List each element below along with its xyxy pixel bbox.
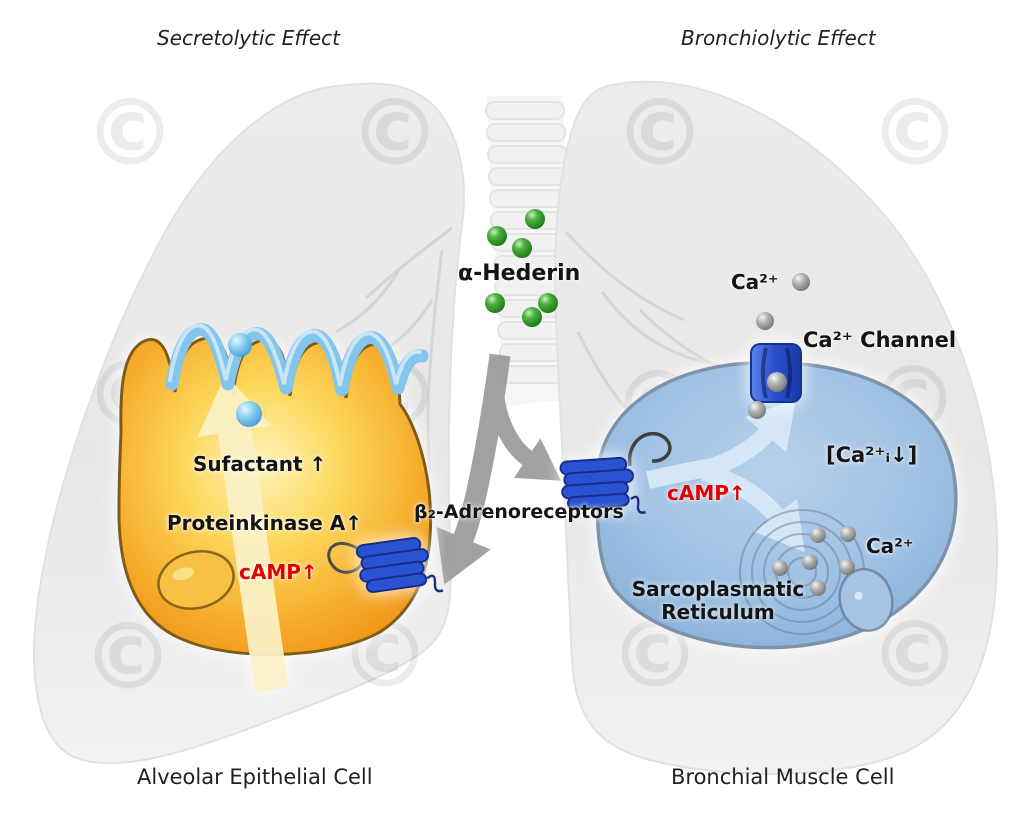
- surfactant-dot: [228, 333, 252, 357]
- copyright-watermark: ©: [84, 79, 176, 187]
- ligand-dot: [512, 238, 532, 258]
- alveolar-cell: [117, 336, 433, 693]
- label-ca-stored: Ca²⁺: [866, 534, 914, 558]
- title-secretolytic: Secretolytic Effect: [157, 26, 340, 50]
- ligand-dot: [487, 226, 507, 246]
- calcium-ion: [767, 372, 787, 392]
- label-ca-intracellular: [Ca²⁺ᵢ↓]: [826, 443, 918, 467]
- label-camp-left: cAMP↑: [239, 560, 318, 584]
- signal-arrow-to-alveolar: [436, 353, 511, 585]
- reticulum-vesicle: [838, 568, 894, 632]
- calcium-ion: [839, 559, 855, 575]
- alveolar-nucleus: [157, 550, 235, 610]
- label-surfactant: Sufactant ↑: [193, 452, 327, 476]
- ligand-dot: [538, 293, 558, 313]
- calcium-ion: [810, 527, 826, 543]
- label-sarcoplasmatic-reticulum: Sarcoplasmatic Reticulum: [618, 578, 818, 624]
- label-proteinkinase-a: Proteinkinase A↑: [167, 511, 363, 535]
- label-alpha-hederin: α-Hederin: [458, 261, 581, 286]
- trachea: [485, 96, 585, 406]
- camp-effect-arrows: [646, 399, 805, 553]
- sr-line2: Reticulum: [661, 600, 775, 624]
- label-ca-channel: Ca²⁺ Channel: [803, 328, 957, 352]
- sr-line1: Sarcoplasmatic: [631, 577, 805, 601]
- copyright-watermark: ©: [349, 79, 441, 187]
- surfactant-dot: [236, 401, 262, 427]
- beta2-receptor-right: [559, 431, 672, 514]
- secretion-arrow: [197, 374, 289, 693]
- alveolar-cilia: [165, 323, 429, 397]
- calcium-ion: [810, 580, 826, 596]
- title-bronchiolytic: Bronchiolytic Effect: [681, 26, 876, 50]
- label-beta2-adrenoreceptors: β₂-Adrenoreceptors: [414, 501, 624, 523]
- surfactant-molecules: [228, 333, 262, 427]
- calcium-channel: [750, 343, 802, 403]
- calcium-ion: [756, 312, 774, 330]
- bronchial-cell: [595, 360, 958, 650]
- copyright-watermark: ©: [869, 79, 961, 187]
- caption-alveolar-cell: Alveolar Epithelial Cell: [137, 765, 373, 789]
- ligand-signal-arrows: [436, 353, 562, 585]
- calcium-ion: [772, 560, 788, 576]
- ligand-dot: [525, 209, 545, 229]
- arrow-to-reticulum: [701, 463, 805, 553]
- calcium-ion: [840, 526, 856, 542]
- calcium-ions: [748, 273, 856, 596]
- calcium-ion: [748, 401, 766, 419]
- calcium-ion: [802, 554, 818, 570]
- label-ca-extracellular: Ca²⁺: [731, 270, 779, 294]
- ligand-molecules: [485, 209, 558, 327]
- ligand-dot: [522, 307, 542, 327]
- beta2-receptor-left: [327, 536, 444, 594]
- calcium-ion: [792, 273, 810, 291]
- ligand-dot: [485, 293, 505, 313]
- receptor-loop: [627, 431, 672, 467]
- caption-bronchial-cell: Bronchial Muscle Cell: [671, 765, 895, 789]
- signal-arrow-to-bronchial: [487, 396, 562, 481]
- label-camp-right: cAMP↑: [667, 481, 746, 505]
- receptor-loop: [327, 542, 369, 574]
- copyright-watermark: ©: [614, 79, 706, 187]
